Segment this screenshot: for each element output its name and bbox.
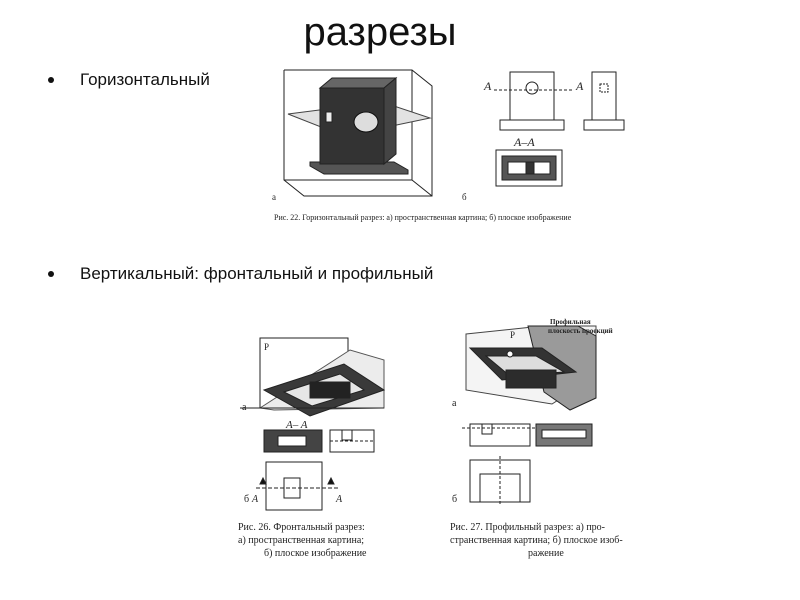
fig27-front-view	[469, 423, 531, 447]
fig26-top-view	[265, 461, 323, 511]
fig26-arrow-label-right: A	[335, 494, 343, 505]
bullet-vertical: Вертикальный: фронтальный и профильный	[48, 264, 433, 284]
figure-27: P Профильная плоскость проекций а б Рис.…	[446, 306, 658, 576]
fig26-caption-line-3: б) плоское изображение	[264, 548, 367, 559]
fig26-section-title: A– A	[285, 419, 308, 431]
fig22-side-view	[591, 71, 617, 121]
fig22-section-title: A–A	[513, 135, 535, 149]
fig22-label-a: а	[272, 192, 276, 202]
fig27-ortho-views	[462, 423, 593, 506]
fig22-iso-drawing	[283, 69, 433, 197]
fig26-ortho-views	[256, 429, 375, 511]
slide-title: разрезы	[303, 10, 457, 54]
bullet-vertical-text: Вертикальный: фронтальный и профильный	[80, 264, 434, 283]
fig26-iso-drawing	[240, 337, 386, 417]
bullet-horizontal-text: Горизонтальный	[80, 70, 210, 89]
bullet-dot-icon	[48, 271, 54, 277]
fig27-plane-label-1: Профильная	[550, 318, 591, 326]
fig22-front-view	[509, 71, 555, 121]
fig22-ortho-views	[494, 71, 625, 187]
fig22-caption: Рис. 22. Горизонтальный разрез: а) прост…	[274, 213, 572, 222]
fig26-arrow-left-icon	[259, 476, 267, 485]
fig22-section-mark-left: A	[483, 79, 492, 93]
bullet-dot-icon	[48, 77, 54, 83]
fig27-caption-line-3: ражение	[528, 548, 564, 559]
fig22-label-b: б	[462, 192, 467, 202]
fig22-section-mark-right: A	[575, 79, 584, 93]
fig26-arrow-label-left: A	[251, 494, 259, 505]
fig27-label-a: а	[452, 398, 457, 409]
fig27-iso-drawing	[465, 325, 597, 411]
fig27-plane-label-2: плоскость проекций	[548, 327, 613, 335]
fig26-label-b: б	[244, 494, 249, 505]
fig27-caption-line-2: странственная картина; б) плоское изоб-	[450, 535, 623, 546]
fig27-caption-line-1: Рис. 27. Профильный разрез: а) про-	[450, 522, 605, 533]
fig26-caption-line-2: а) пространственная картина;	[238, 535, 364, 546]
fig26-arrow-right-icon	[327, 476, 335, 485]
fig26-caption-line-1: Рис. 26. Фронтальный разрез:	[238, 522, 365, 533]
figure-22: а б A A A–A Рис. 22. Горизонтальный разр…	[262, 62, 652, 230]
fig27-label-b: б	[452, 494, 457, 505]
bullet-horizontal: Горизонтальный	[48, 70, 210, 90]
fig27-label-p: P	[510, 330, 515, 340]
fig22-hole	[353, 111, 379, 133]
figure-26: P а A– A б A A Рис. 26. Фронтальный разр…	[234, 330, 454, 575]
fig26-label-a: а	[242, 402, 247, 413]
fig26-label-p: P	[264, 342, 269, 352]
